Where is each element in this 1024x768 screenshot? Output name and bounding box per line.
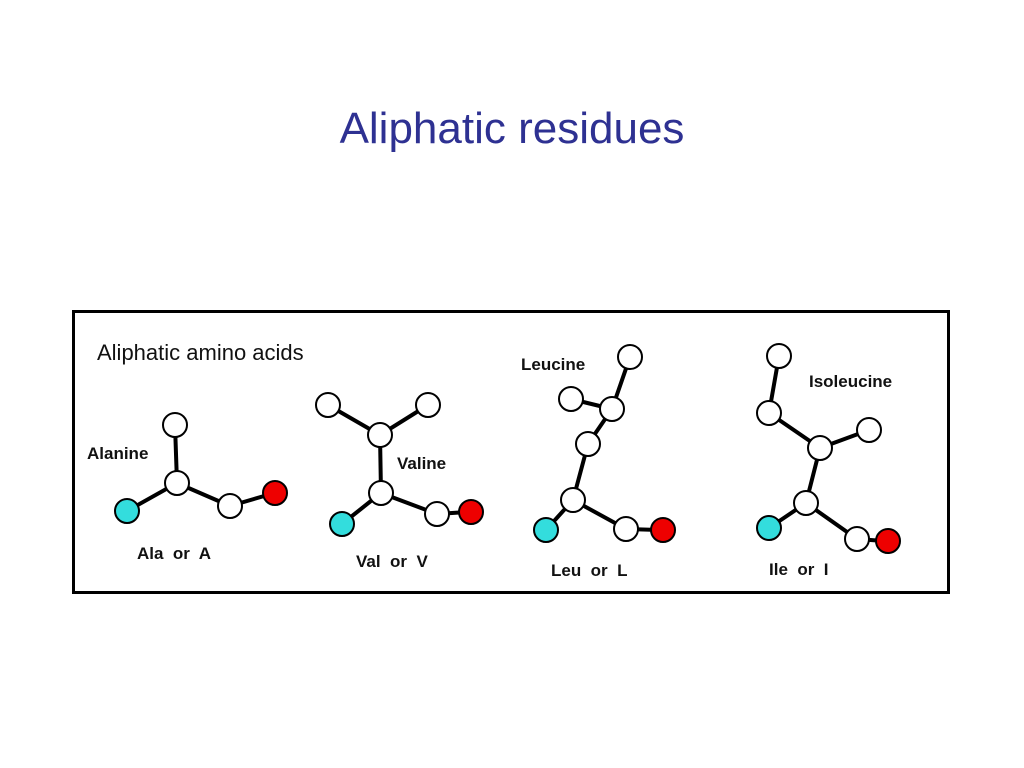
carbon-atom [575,431,601,457]
nitrogen-atom [329,511,355,537]
oxygen-atom [262,480,288,506]
molecule-name: Valine [397,454,446,473]
carbon-atom [599,396,625,422]
carbon-atom [807,435,833,461]
oxygen-atom [650,517,676,543]
carbon-atom [162,412,188,438]
slide-title: Aliphatic residues [339,104,685,153]
leucine-molecule: Leucine Leu or L [521,344,676,580]
carbon-atom [368,480,394,506]
molecule-name: Leucine [521,355,585,374]
alanine-molecule: Alanine Ala or A [87,412,288,563]
carbon-atom [558,386,584,412]
carbon-atom [766,343,792,369]
figure-heading: Aliphatic amino acids [97,340,304,365]
carbon-atom [315,392,341,418]
carbon-atom [415,392,441,418]
molecule-name: Isoleucine [809,372,892,391]
isoleucine-molecule: Isoleucine Ile or I [756,343,901,579]
carbon-atom [756,400,782,426]
nitrogen-atom [114,498,140,524]
amino-acid-diagram: Aliphatic amino acids Alanine Ala or A [87,340,901,580]
molecule-name: Alanine [87,444,148,463]
valine-molecule: Valine Val or V [315,392,484,571]
carbon-atom [856,417,882,443]
oxygen-atom [875,528,901,554]
carbon-atom [217,493,243,519]
figure-panel: Aliphatic amino acids Alanine Ala or A [72,310,950,594]
molecule-code: Leu or L [551,561,628,580]
molecule-code: Ala or A [137,544,211,563]
carbon-atom [844,526,870,552]
nitrogen-atom [533,517,559,543]
molecule-code: Val or V [356,552,428,571]
carbon-atom [164,470,190,496]
carbon-atom [560,487,586,513]
molecule-code: Ile or I [769,560,829,579]
carbon-atom [613,516,639,542]
carbon-atom [617,344,643,370]
carbon-atom [793,490,819,516]
nitrogen-atom [756,515,782,541]
carbon-atom [367,422,393,448]
oxygen-atom [458,499,484,525]
carbon-atom [424,501,450,527]
